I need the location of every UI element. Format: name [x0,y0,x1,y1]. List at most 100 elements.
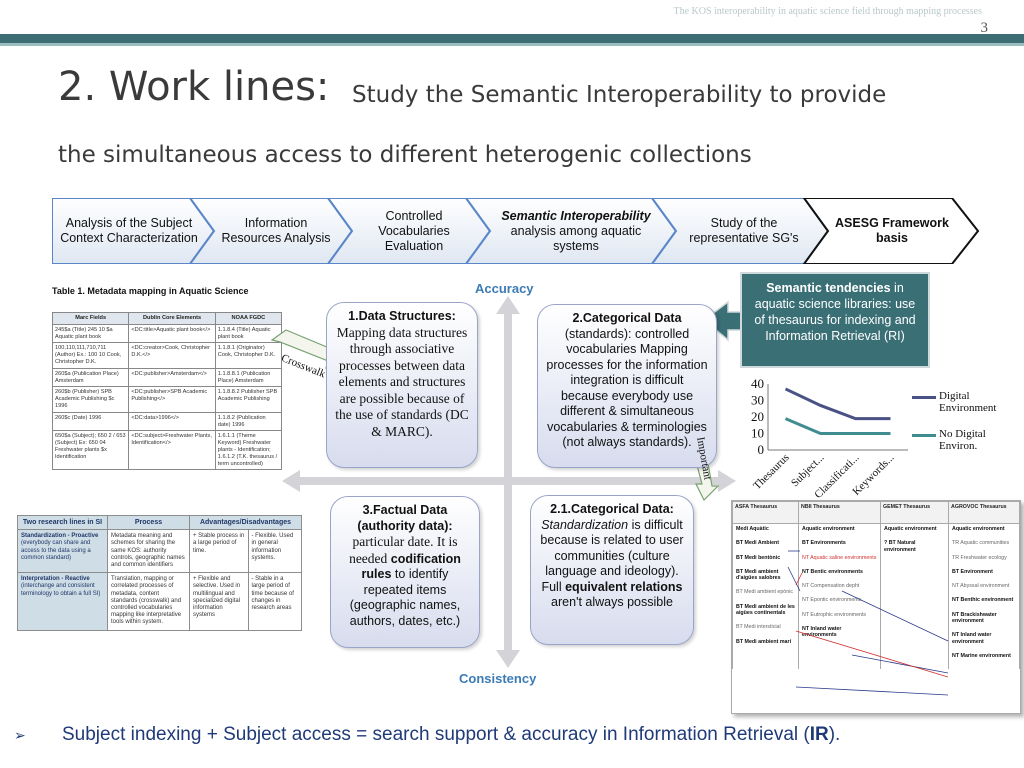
box4-body-a-em: Standardization [541,517,629,532]
thes-term: BT Medi bentònic [736,554,781,561]
slide-header [0,0,1024,34]
process-step-6: ASESG Framework basis [835,216,949,245]
table2-line-desc: (interchange and consistent terminology … [21,583,101,597]
table1-header: Marc Fields [51,312,130,325]
thes-link [841,590,949,642]
thes-header: NBII Thesaurus [798,501,881,524]
thes-term: NT Abyssal environment [952,583,1010,590]
process-chevrons [52,198,980,264]
table2-line-name: Standardization - Proactive [21,533,99,540]
table2-cons: - Stable in a large period of time becau… [247,572,302,631]
slide-number: 3 [980,20,989,36]
process-chevron-6 [802,198,980,264]
consistency-label: Consistency [459,671,537,686]
thes-term: NT Epontic environments [802,597,862,604]
table2-line-desc: (everybody can share and access to the d… [21,540,91,561]
box4-title: 2.1.Categorical Data: [550,502,674,516]
table2-cons: - Flexible. Used in general information … [247,529,302,574]
table2-header: Two research lines in SI [17,514,108,531]
thes-link [787,566,801,592]
thes-term: Aquatic environment [884,526,937,532]
box4-body-a: is difficult because is related to user … [540,517,684,594]
table-row: 260$b (Publisher) SPB Academic Publishin… [51,386,283,413]
table2-line-name: Interpretation - Reactive [21,576,90,583]
legend-digital: Digital Environment [939,390,997,414]
box3-body-c: to identify repeated items (geographic n… [349,567,461,628]
table1-cell: <DC:subject>Freshwater Plants, Identific… [128,430,216,471]
table1-caption: Table 1. Metadata mapping in Aquatic Sci… [52,286,249,296]
slide-title: 2. Work lines: [58,64,330,110]
data-structures-box: 1.Data Structures: Mapping data structur… [326,302,478,468]
table1-cell: 245$a (Title) 245 10 $a Aquatic plant bo… [51,323,130,344]
thes-term: Aquatic environment [952,526,1005,532]
chart-x-tick: Thesaurus [751,452,791,492]
process-step-2: Information Resources Analysis [221,216,331,245]
process-chevron-5 [650,198,830,264]
box1-body: Mapping data structures through associat… [335,324,469,439]
table2-process: Metadata meaning and schemes for sharing… [107,529,190,574]
thes-term: NT Marine environment [952,652,1011,659]
table1-cell: 650$a (Subject); 650 2 / 653 (Subject) E… [51,430,130,471]
box2-title: 2.Categorical Data [572,311,682,325]
box3-title: 3.Factual Data (authority data): [357,503,453,533]
chart-series-line-1 [784,387,891,421]
process-step-4-rest: analysis among aquatic systems [510,223,642,253]
thes-col-gemet: Aquatic environment? BT Natural environm… [880,523,949,670]
chart-y-tick: 10 [751,426,764,441]
slide-subtitle-line2: the simultaneous access to different het… [58,142,752,168]
table1-cell: 1.1.8.8.1 (Publication Place) Amsterdam [214,367,283,388]
thes-link [795,630,949,678]
table-row: 650$a (Subject); 650 2 / 653 (Subject) E… [51,430,283,471]
summary-text-c: ). [828,724,841,745]
accuracy-label: Accuracy [475,281,534,296]
semantic-tendencies-callout: Semantic tendencies in aquatic science l… [740,272,930,368]
thes-term: BT Environments [802,540,846,547]
callout-rest: in aquatic science libraries: use of the… [754,281,916,343]
table1-cell: 1.6.1.1 (Theme Keyword) Freshwater plant… [214,430,283,471]
summary-text-b: IR [809,724,829,745]
process-flow: Analysis of the Subject Context Characte… [52,198,982,264]
thes-term: BT Environment [952,568,993,575]
thes-term: NT Inland water environments [802,626,842,639]
thes-link [851,654,949,674]
box4-body-b: equivalent relations [565,579,683,594]
table-row: 245$a (Title) 245 10 $a Aquatic plant bo… [51,323,283,344]
table2-line-label: Standardization - Proactive (everybody c… [17,529,108,574]
thes-term: BT Medi ambient epònic [736,589,794,596]
thes-header: AGROVOC Thesaurus [948,501,1020,524]
process-chevron-4 [464,198,678,264]
thes-term: NT Benthic environment [952,597,1014,604]
thes-link [795,572,803,586]
table1-cell: 1.1.8.4 (Title) Aquatic plant book [214,323,283,344]
callout-bold: Semantic tendencies [766,281,891,295]
chart-series-line-2 [784,417,891,435]
thes-term: Medi Aquàtic [736,526,769,532]
thes-link [795,686,949,696]
categorical-standardization-box: 2.1.Categorical Data: Standardization is… [530,495,694,645]
table-row: 100,110,111,710,711 (Author) Ex.: 100 10… [51,342,283,369]
factual-data-box: 3.Factual Data (authority data): particu… [330,496,480,648]
thes-term: NT Brackishwater environment [952,611,997,625]
process-step-1: Analysis of the Subject Context Characte… [60,216,198,245]
table-row: Interpretation - Reactive (interchange a… [17,572,302,631]
box4-body-c: aren't always possible [551,595,673,609]
thes-term: NT Eutrophic environments [802,611,867,618]
header-band-light [0,43,1024,46]
table2-line-label: Interpretation - Reactive (interchange a… [17,572,108,631]
chart-y-tick: 40 [751,376,764,391]
table1-cell: <DC:title>Aquatic plant book</> [128,323,216,344]
table2-header: Advantages/Disadvantages [189,514,302,531]
running-title: The KOS interoperability in aquatic scie… [673,6,982,17]
table1-cell: <DC:publisher>SPB Academic Publishing</> [128,386,216,413]
chart-y-tick: 20 [751,409,764,424]
thes-header: ASFA Thesaurus [732,501,799,524]
table1-cell: <DC:creator>Cook, Christopher D.K.</> [128,342,216,369]
thes-term: BT Medi ambient d'aigües salobres [736,568,781,582]
thesaurus-usage-chart: 010203040ThesaurusSubject...Classificati… [751,376,908,501]
summary-statement: Subject indexing + Subject access = sear… [62,724,840,746]
process-step-4-em: Semantic Interoperability [501,208,651,223]
box3-body-a: particular date. It is needed [349,534,458,566]
process-chevron-2 [188,198,354,264]
